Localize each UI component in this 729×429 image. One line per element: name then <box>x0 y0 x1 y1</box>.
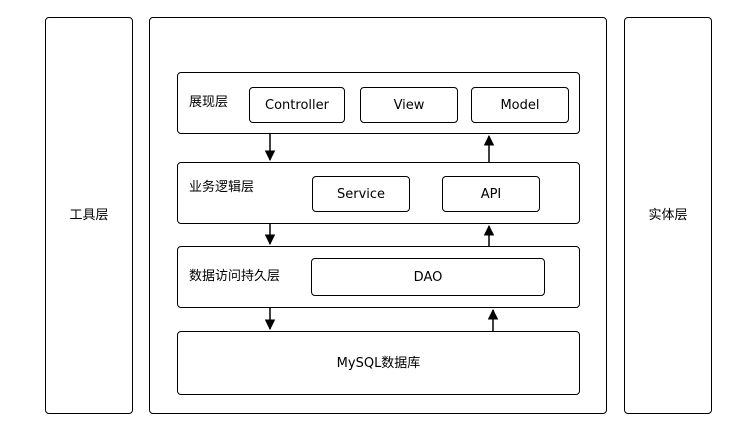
api-label: API <box>480 186 502 202</box>
api-box: API <box>442 176 540 212</box>
tool-layer-label: 工具层 <box>69 208 109 223</box>
dao-label: DAO <box>413 269 443 285</box>
entity-layer-panel: 实体层 <box>624 17 712 414</box>
persistence-layer-label: 数据访问持久层 <box>189 269 281 284</box>
view-label: View <box>393 97 425 113</box>
tool-layer-panel: 工具层 <box>45 17 133 414</box>
database-layer: MySQL数据库 <box>177 331 580 395</box>
database-label: MySQL数据库 <box>336 355 421 371</box>
controller-box: Controller <box>249 87 345 123</box>
entity-layer-label: 实体层 <box>648 208 688 223</box>
service-box: Service <box>312 176 410 212</box>
presentation-layer-label: 展现层 <box>189 95 229 110</box>
model-label: Model <box>500 97 540 113</box>
service-label: Service <box>336 186 386 202</box>
business-logic-layer-label: 业务逻辑层 <box>189 180 255 195</box>
view-box: View <box>360 87 458 123</box>
model-box: Model <box>471 87 569 123</box>
dao-box: DAO <box>311 258 545 296</box>
controller-label: Controller <box>265 97 329 113</box>
